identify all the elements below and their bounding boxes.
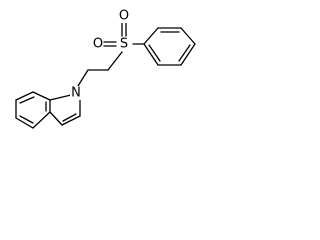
sulfonyl-group	[103, 21, 145, 47]
s-ch2-bond	[107, 51, 123, 71]
oxygen-top-label-bg	[118, 9, 129, 23]
phenyl-inner-bond-3	[148, 44, 161, 62]
benzo-bond-2	[15, 91, 34, 101]
n-c7a-bond	[49, 94, 72, 101]
sulfur-label: S	[120, 37, 128, 52]
c3-c3a-bond	[49, 111, 63, 126]
benzo-bond-5	[32, 111, 51, 129]
oxygen-left-label-bg	[92, 37, 103, 51]
nitrogen-label-bg	[70, 86, 82, 100]
c2-c3-bond	[61, 115, 81, 126]
pyrrole-ring	[49, 94, 81, 126]
benzo-inner-bond-2	[19, 115, 34, 124]
nitrogen-label: N	[71, 86, 81, 101]
phenyl-bond-1	[143, 27, 159, 45]
benzo-bond-4	[15, 117, 34, 129]
oxygen-top-label: O	[119, 9, 129, 24]
c2-c3-inner-bond	[62, 113, 77, 122]
benzo-bond-1	[32, 91, 51, 101]
ch2-n-bond	[77, 69, 89, 87]
phenyl-inner-bond-2	[178, 44, 191, 62]
oxygen-left-label: O	[93, 37, 103, 52]
phenyl-bond-3	[180, 27, 196, 45]
phenyl-bond-4	[180, 43, 196, 66]
phenyl-bond-6	[143, 43, 159, 66]
sulfur-label-bg	[118, 37, 129, 51]
benzo-inner-bond-1	[19, 96, 35, 104]
phenyl-ring	[143, 27, 196, 66]
benzo-ring	[15, 91, 51, 129]
ethylene-linker	[77, 51, 123, 87]
chemical-structure: S O O N	[15, 9, 196, 129]
